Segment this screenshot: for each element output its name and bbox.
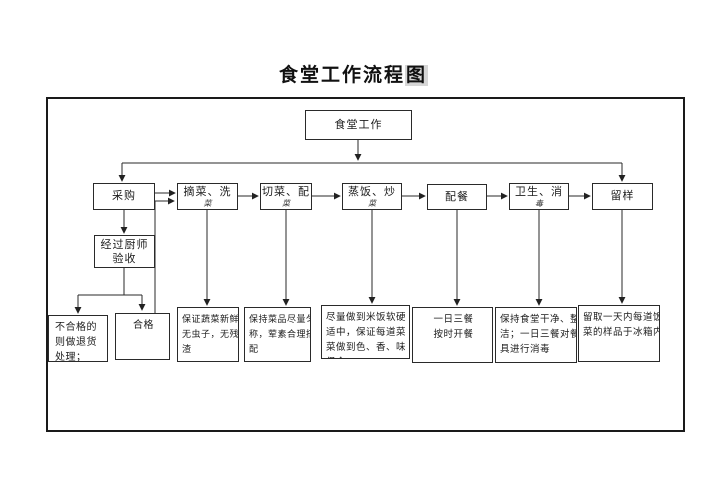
- node-chef-inspection: 经过厨师 验收: [94, 235, 155, 268]
- node-sample-retention-label: 留样: [610, 190, 635, 202]
- node-cut-arrange-label: 切菜、配: [262, 185, 310, 198]
- note-balanced-dishes: 保持菜品尽量匀 称，荤素合理搭 配: [244, 307, 311, 362]
- note-fresh-vegetables-text: 保证蔬菜新鲜, 无虫子，无残 渣: [182, 314, 239, 354]
- note-sample-storage-text: 留取一天内每道饭 菜的样品于冰箱内: [583, 312, 660, 338]
- node-cut-arrange: 切菜、配 菜: [260, 183, 312, 210]
- node-steam-fry-label: 蒸饭、炒: [348, 185, 396, 198]
- node-steam-fry-sublabel: 菜: [368, 198, 376, 208]
- node-pick-wash-label: 摘菜、洗: [183, 185, 232, 198]
- note-sample-storage: 留取一天内每道饭 菜的样品于冰箱内: [578, 305, 660, 362]
- title-text: 食堂工作流程: [278, 65, 405, 86]
- node-cut-arrange-sublabel: 菜: [282, 198, 290, 208]
- node-procurement: 采购: [93, 183, 155, 210]
- page-title: 食堂工作流程图: [0, 60, 707, 87]
- node-sample-retention: 留样: [592, 183, 653, 210]
- node-hygiene-disinfect-sublabel: 毒: [535, 198, 543, 208]
- node-hygiene-disinfect: 卫生、消 毒: [509, 183, 569, 210]
- note-clean-canteen: 保持食堂干净、整 洁；一日三餐对餐 具进行消毒: [495, 307, 577, 363]
- node-pick-wash: 摘菜、洗 菜: [177, 183, 238, 210]
- node-meal-serving-label: 配餐: [445, 190, 469, 203]
- note-fresh-vegetables: 保证蔬菜新鲜, 无虫子，无残 渣: [177, 307, 239, 362]
- node-procurement-label: 采购: [112, 190, 136, 202]
- node-reject-label: 不合格的 则做退货 处理；: [55, 322, 97, 362]
- note-rice-quality-text: 尽量做到米饭软硬 适中，保证每道菜 菜做到色、香、味 俱全: [326, 312, 407, 358]
- node-meal-serving: 配餐: [427, 184, 487, 210]
- note-balanced-dishes-text: 保持菜品尽量匀 称，荤素合理搭 配: [249, 314, 311, 354]
- node-hygiene-disinfect-label: 卫生、消: [515, 185, 563, 198]
- note-meal-times: 一日三餐 按时开餐: [412, 307, 493, 363]
- node-pass-label: 合格: [133, 320, 154, 331]
- node-reject: 不合格的 则做退货 处理；: [48, 315, 108, 362]
- note-rice-quality: 尽量做到米饭软硬 适中，保证每道菜 菜做到色、香、味 俱全: [321, 305, 410, 359]
- title-highlighted-char: 图: [405, 65, 429, 86]
- note-clean-canteen-text: 保持食堂干净、整 洁；一日三餐对餐 具进行消毒: [500, 314, 577, 355]
- diagram-border: [46, 97, 685, 432]
- node-pick-wash-sublabel: 菜: [203, 198, 212, 208]
- node-canteen-work-label: 食堂工作: [334, 118, 383, 131]
- node-pass: 合格: [115, 313, 170, 360]
- node-chef-inspection-label: 经过厨师 验收: [100, 238, 149, 265]
- node-steam-fry: 蒸饭、炒 菜: [342, 183, 402, 210]
- note-meal-times-text: 一日三餐 按时开餐: [433, 314, 474, 340]
- node-canteen-work: 食堂工作: [305, 110, 412, 140]
